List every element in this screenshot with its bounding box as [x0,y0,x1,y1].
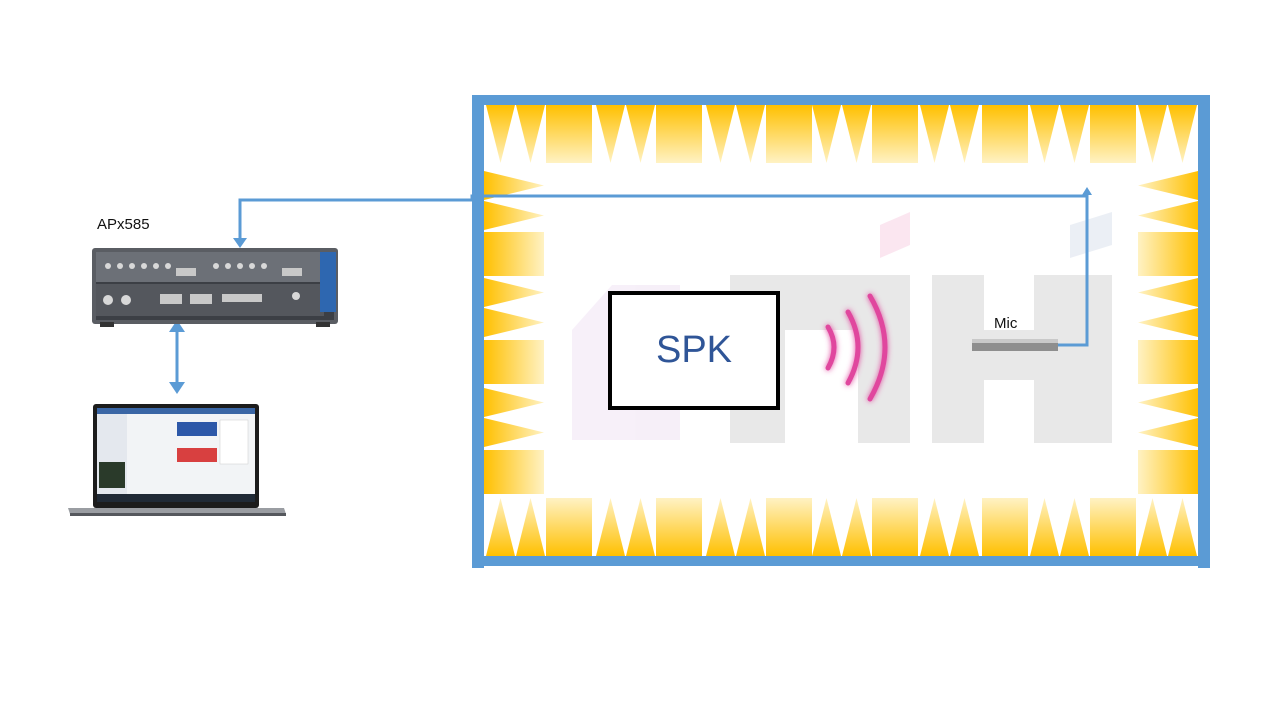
absorber-wedge [950,105,979,163]
speaker-under-test: SPK [608,291,780,410]
absorber-wedge [920,105,949,163]
absorber-wedge [736,498,765,556]
absorber-wedge [736,105,765,163]
absorber-wedge [1060,498,1089,556]
absorber-wedge [1138,201,1198,230]
absorber-wedge [596,498,625,556]
absorber-wedges-bottom [486,498,1197,556]
absorber-block [656,498,702,556]
absorber-wedge [484,278,544,307]
absorber-wedge [1138,171,1198,200]
usb-link-arrow [169,320,185,394]
absorber-block [766,498,812,556]
mic-cable [233,187,1092,347]
absorber-wedge [842,105,871,163]
absorber-wedge [1138,418,1198,447]
absorber-wedge [486,498,515,556]
absorber-wedge [484,388,544,417]
absorber-wedge [484,418,544,447]
absorber-wedge [950,498,979,556]
absorber-block [546,105,592,163]
absorber-wedge [484,308,544,337]
absorber-wedges-right [1138,171,1198,494]
absorber-block [872,105,918,163]
absorber-block [484,450,544,494]
absorber-wedge [920,498,949,556]
laptop [68,404,286,516]
absorber-block [1090,498,1136,556]
absorber-wedge [1030,498,1059,556]
absorber-wedge [516,498,545,556]
watermark [572,212,1112,443]
absorber-wedge [626,498,655,556]
absorber-block [766,105,812,163]
absorber-wedge [1138,308,1198,337]
absorber-wedge [484,201,544,230]
speaker-label: SPK [655,329,733,371]
absorber-wedge [1060,105,1089,163]
absorber-block [982,498,1028,556]
absorber-wedge [1030,105,1059,163]
absorber-block [546,498,592,556]
absorber-wedge [484,171,544,200]
sound-waves [825,293,888,402]
absorber-block [1138,340,1198,384]
absorber-wedge [842,498,871,556]
absorber-wedge [626,105,655,163]
absorber-wedge [706,498,735,556]
absorber-block [484,340,544,384]
absorber-block [1138,450,1198,494]
absorber-wedge [1138,388,1198,417]
microphone [972,339,1058,351]
absorber-wedge [812,498,841,556]
anechoic-chamber [472,95,1210,568]
absorber-wedge [1168,498,1197,556]
apx585-analyzer [92,248,338,327]
absorber-wedge [812,105,841,163]
mic-label: Mic [994,315,1018,332]
absorber-block [1090,105,1136,163]
analyzer-label: APx585 [97,216,150,233]
absorber-wedge [706,105,735,163]
absorber-wedge [1138,498,1167,556]
absorber-block [982,105,1028,163]
absorber-block [872,498,918,556]
absorber-wedge [516,105,545,163]
absorber-wedge [486,105,515,163]
absorber-wedge [596,105,625,163]
absorber-wedges-top [486,105,1197,163]
absorber-block [656,105,702,163]
absorber-wedge [1138,105,1167,163]
absorber-block [484,232,544,276]
absorber-wedge [1138,278,1198,307]
absorber-block [1138,232,1198,276]
absorber-wedges-left [484,171,544,494]
absorber-wedge [1168,105,1197,163]
